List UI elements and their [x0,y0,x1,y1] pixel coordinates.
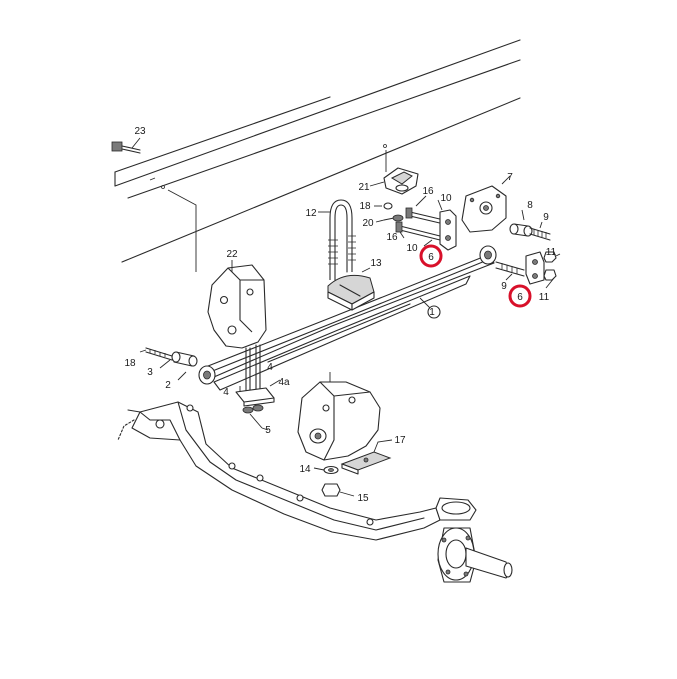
washer-nut [313,465,355,497]
label-16-upper: 16 [422,186,434,197]
label-15: 15 [357,493,369,504]
part-labels: 1 2 3 4 4 4a 5 7 8 9 9 10 10 11 11 12 13… [124,126,556,504]
center-bolts-4 [235,344,281,431]
rear-shackle-lower [495,251,561,289]
rear-bushing-8 [509,209,551,241]
label-4-left: 4 [223,387,229,398]
steering-knuckle [435,497,513,583]
highlight-callout-6-lower[interactable]: 6 [508,284,532,308]
bolt-23 [111,137,141,154]
highlight-callout-6-upper[interactable]: 6 [419,244,443,268]
label-13: 13 [370,258,382,269]
label-1: 1 [429,307,435,318]
label-10-lower: 10 [406,243,418,254]
label-7: 7 [507,172,513,183]
front-axle [117,401,441,541]
axle-seat-bracket [297,372,381,461]
label-8: 8 [527,200,533,211]
label-14: 14 [299,464,311,475]
label-4a: 4a [278,377,290,388]
shackle-assembly [395,195,457,251]
front-pin-bushing [139,347,198,381]
label-4-right: 4 [267,362,273,373]
label-3: 3 [147,367,153,378]
label-23: 23 [134,126,146,137]
leaf-spring-1 [198,245,497,391]
label-5: 5 [265,425,271,436]
label-21: 21 [358,182,370,193]
label-11-upper: 11 [546,247,557,258]
plate-17 [340,439,393,475]
label-22: 22 [226,249,238,260]
label-9-upper: 9 [543,212,549,223]
rear-bump-stop-21 [369,167,419,223]
label-6-lower: 6 [517,292,523,303]
frame-rail [114,39,521,272]
label-18-lower: 18 [124,358,136,369]
label-2: 2 [165,380,171,391]
label-12: 12 [305,208,317,219]
label-20: 20 [362,218,374,229]
label-16-lower: 16 [386,232,398,243]
spring-pad-13 [327,267,375,311]
label-18-upper: 18 [359,201,371,212]
label-17: 17 [394,435,406,446]
rear-hanger-bracket-7 [461,175,511,233]
label-10-upper: 10 [440,193,452,204]
label-9-lower: 9 [501,281,507,292]
front-hanger-bracket-22 [207,260,267,349]
label-6-upper: 6 [428,252,434,263]
u-bolt-12 [318,199,356,281]
label-11-lower: 11 [539,292,550,303]
